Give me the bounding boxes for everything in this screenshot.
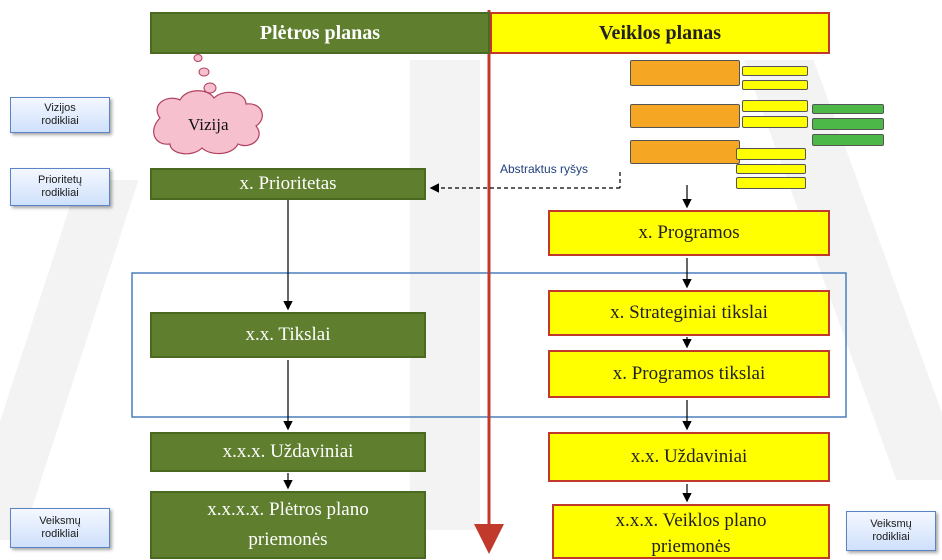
vizija-cloud	[153, 90, 263, 155]
mini-box	[630, 104, 740, 128]
header-veiklos-planas: Veiklos planas	[490, 12, 830, 54]
box-pletros-priemones: x.x.x.x. Plėtros plano priemonės	[150, 491, 426, 559]
box-uzdaviniai-right: x.x. Uždaviniai	[548, 432, 830, 482]
indicator-veiksmu-left-line1: Veiksmų	[39, 515, 81, 527]
indicator-veiksmu-right-line2: rodikliai	[872, 531, 910, 543]
indicator-veiksmu-left-line2: rodikliai	[41, 528, 79, 540]
veiklos-priemones-line2: priemonės	[651, 536, 731, 557]
mini-box	[742, 80, 808, 90]
mini-box	[736, 148, 806, 160]
box-programos-tikslai: x. Programos tikslai	[548, 350, 830, 398]
mini-box	[742, 116, 808, 128]
box-programos: x. Programos	[548, 210, 830, 256]
indicator-prioritetu-line2: rodikliai	[41, 187, 79, 199]
header-pletros-planas: Plėtros planas	[150, 12, 490, 54]
box-uzdaviniai: x.x.x. Uždaviniai	[150, 432, 426, 472]
mini-box	[742, 100, 808, 112]
indicator-vizijos-line2: rodikliai	[41, 115, 79, 127]
indicator-prioritetu: Prioritetų rodikliai	[10, 168, 110, 206]
box-tikslai: x.x. Tikslai	[150, 312, 426, 358]
mini-box	[812, 134, 884, 146]
mini-box	[812, 118, 884, 130]
mini-box	[742, 66, 808, 76]
indicator-vizijos-line1: Vizijos	[44, 102, 76, 114]
box-prioritetas: x. Prioritetas	[150, 168, 426, 200]
indicator-veiksmu-left: Veiksmų rodikliai	[10, 508, 110, 548]
veiklos-priemones-line1: x.x.x. Veiklos plano	[615, 510, 767, 531]
pletros-priemones-line1: x.x.x.x. Plėtros plano	[207, 499, 369, 520]
indicator-vizijos: Vizijos rodikliai	[10, 97, 110, 133]
abstract-link-label: Abstraktus ryšys	[500, 162, 589, 176]
indicator-veiksmu-right-line1: Veiksmų	[870, 518, 912, 530]
indicator-prioritetu-line1: Prioritetų	[37, 174, 83, 186]
mini-box	[736, 164, 806, 174]
mini-box	[812, 104, 884, 114]
box-strateginiai-tikslai: x. Strateginiai tikslai	[548, 290, 830, 336]
box-veiklos-priemones: x.x.x. Veiklos plano priemonės	[552, 504, 830, 559]
indicator-veiksmu-right: Veiksmų rodikliai	[846, 511, 936, 551]
pletros-priemones-line2: priemonės	[248, 529, 328, 550]
mini-box	[736, 177, 806, 189]
mini-box	[630, 60, 740, 86]
mini-box	[630, 140, 740, 164]
vizija-label: Vizija	[188, 115, 229, 134]
